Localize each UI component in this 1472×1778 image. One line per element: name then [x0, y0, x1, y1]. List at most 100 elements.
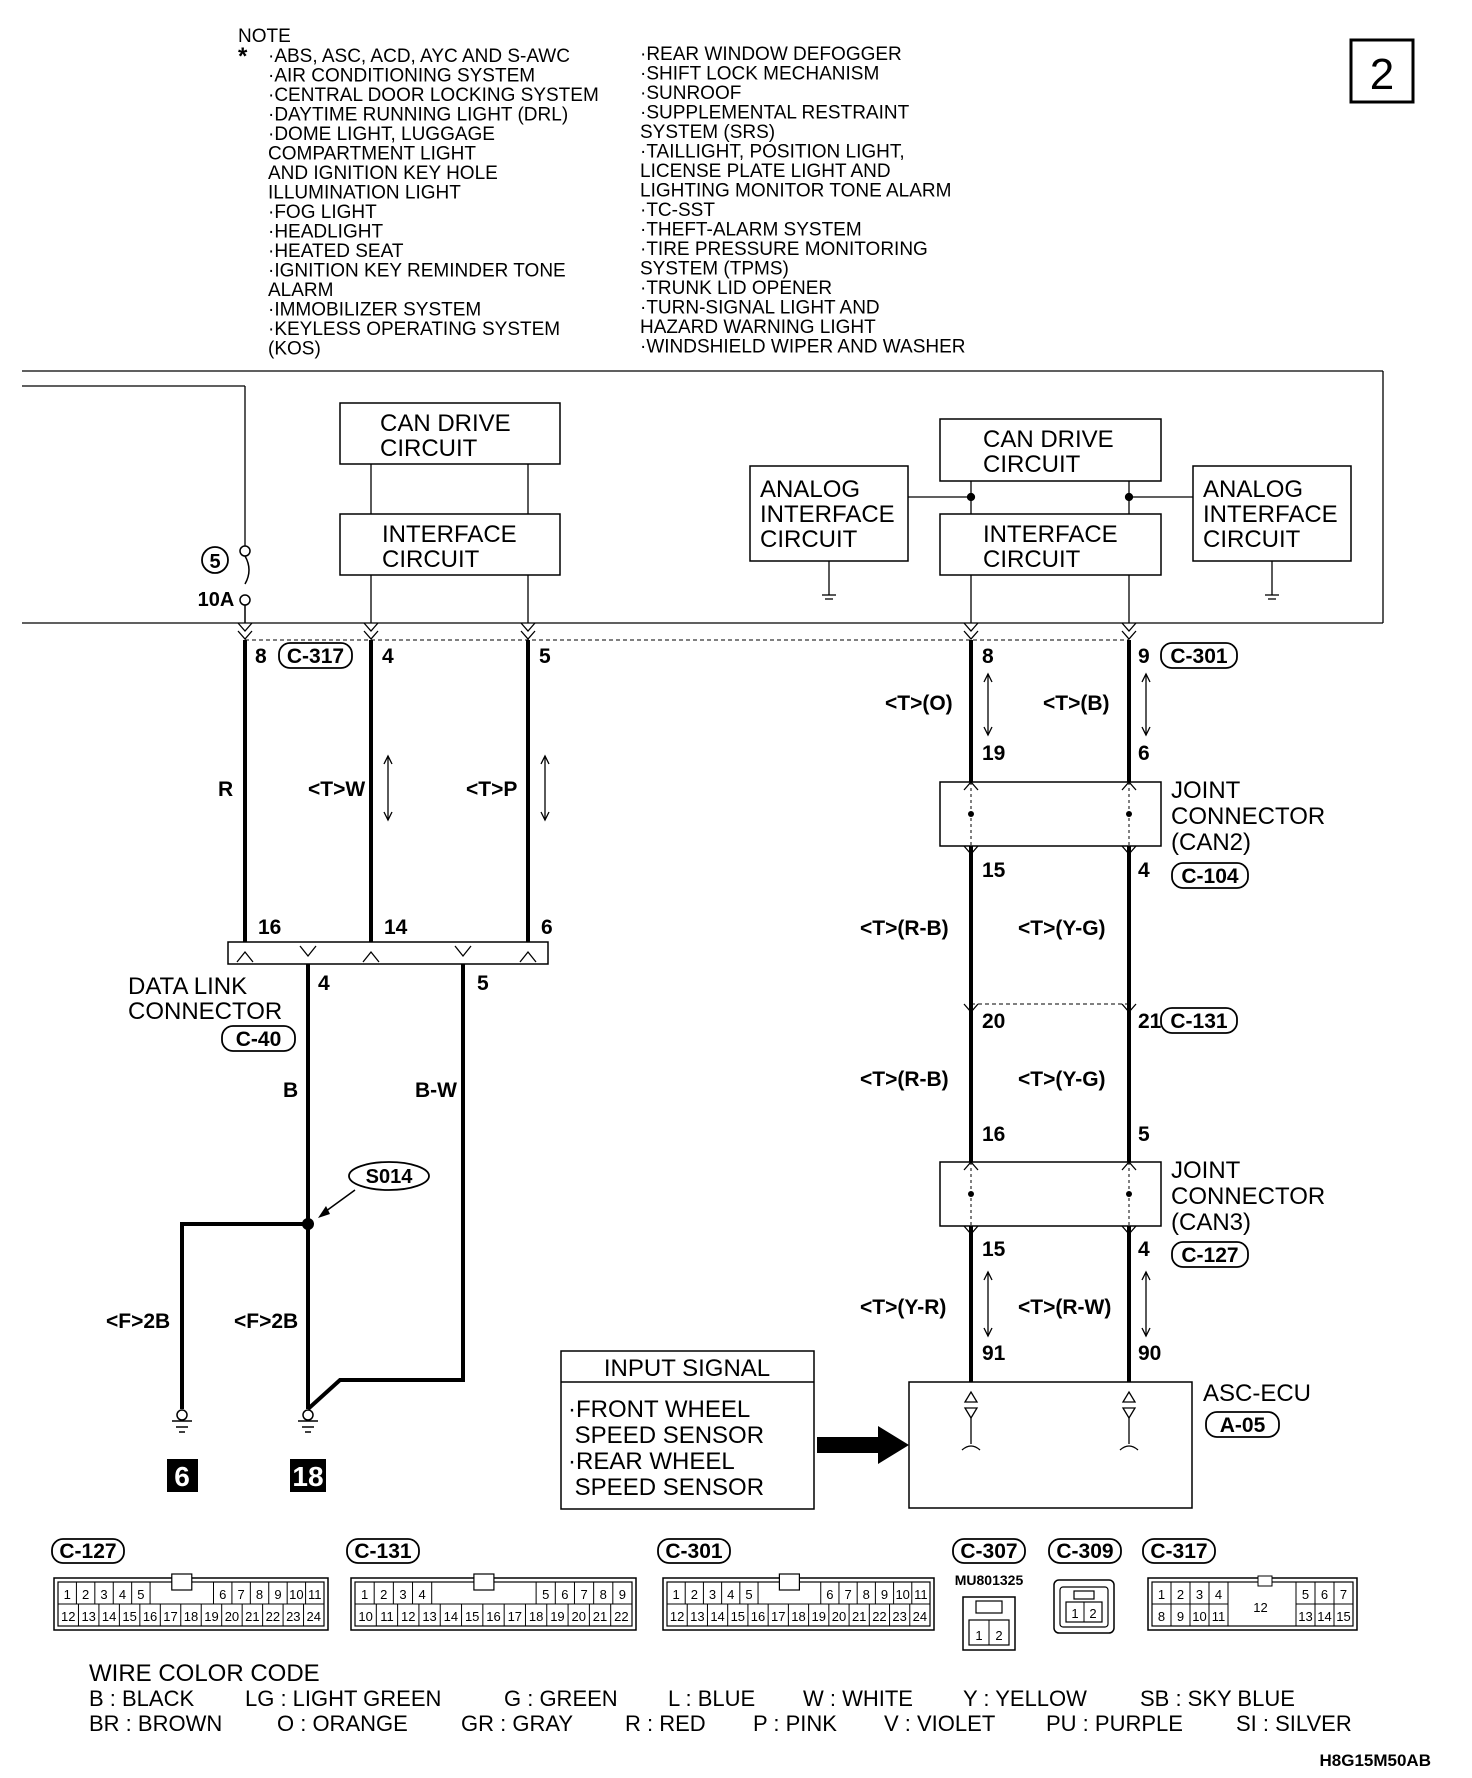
svg-text:CIRCUIT: CIRCUIT — [1203, 526, 1301, 553]
ecu-name: ASC-ECU — [1203, 1380, 1311, 1407]
wire-color-title: WIRE COLOR CODE — [89, 1660, 320, 1687]
pin-cell: 9 — [274, 1587, 281, 1602]
pin-cell: 22 — [614, 1609, 628, 1624]
note-block: NOTE * ·ABS, ASC, ACD, AYC AND S-AWC·AIR… — [238, 26, 966, 360]
wire-color-label: <T>(R-B) — [860, 1068, 949, 1091]
pin-cell: 21 — [852, 1609, 866, 1624]
pin-cell: 7 — [238, 1587, 245, 1602]
pin-cell: 4 — [119, 1587, 126, 1602]
svg-text:INTERFACE: INTERFACE — [382, 521, 517, 548]
joint-connector-can3: JOINT CONNECTOR (CAN3) — [939, 1157, 1325, 1236]
pin-cell: 9 — [881, 1587, 888, 1602]
pin-number: 6 — [1138, 742, 1150, 765]
note-item: ·DAYTIME RUNNING LIGHT (DRL) — [268, 105, 568, 126]
wire-color-label: <T>(Y-G) — [1018, 917, 1106, 940]
connector-tag-label: C-301 — [1170, 645, 1228, 668]
can-drive-circuit-left: CAN DRIVE CIRCUIT — [339, 402, 561, 465]
pin-cell: 12 — [1253, 1600, 1267, 1615]
wire-color-entry: SB : SKY BLUE — [1140, 1686, 1295, 1711]
note-item: ·HEATED SEAT — [268, 241, 404, 262]
note-item: ·WINDSHIELD WIPER AND WASHER — [640, 337, 966, 358]
svg-text:CONNECTOR: CONNECTOR — [128, 998, 282, 1025]
svg-text:CAN DRIVE: CAN DRIVE — [380, 410, 511, 437]
wire-color-label: <T>(B) — [1043, 692, 1110, 715]
svg-text:DATA LINK: DATA LINK — [128, 973, 247, 1000]
pin-number: 8 — [982, 645, 994, 668]
pin-cell: 21 — [593, 1609, 607, 1624]
note-item: (KOS) — [268, 339, 321, 360]
svg-text:SPEED SENSOR: SPEED SENSOR — [568, 1474, 764, 1501]
pin-cell: 7 — [844, 1587, 851, 1602]
note-item: ·ABS, ASC, ACD, AYC AND S-AWC — [268, 46, 570, 67]
pin-cell: 13 — [81, 1609, 95, 1624]
note-item: SYSTEM (TPMS) — [640, 259, 789, 280]
pin-cell: 21 — [245, 1609, 259, 1624]
pin-cell: 14 — [102, 1609, 116, 1624]
connector-view-label: C-301 — [665, 1540, 723, 1563]
wire-color-entry: W : WHITE — [803, 1686, 913, 1711]
pin-cell: 20 — [225, 1609, 239, 1624]
pin-cell: 6 — [1321, 1587, 1328, 1602]
pin-cell: 2 — [995, 1628, 1002, 1643]
pin-cell: 18 — [529, 1609, 543, 1624]
wire-color-entry: GR : GRAY — [461, 1711, 573, 1736]
pin-cell: 2 — [691, 1587, 698, 1602]
wire-color-label: <T>W — [308, 778, 365, 801]
note-item: ·TIRE PRESSURE MONITORING — [640, 239, 928, 260]
wire-color-entry: SI : SILVER — [1236, 1711, 1352, 1736]
connector-view-label: C-317 — [1150, 1540, 1207, 1563]
pin-cell: 2 — [1177, 1587, 1184, 1602]
connector-tag — [1160, 642, 1238, 669]
svg-text:CIRCUIT: CIRCUIT — [382, 546, 480, 573]
analog-interface-left: ANALOG INTERFACE CIRCUIT — [749, 465, 909, 562]
wire-color-entry: O : ORANGE — [277, 1711, 408, 1736]
note-item: ·TRUNK LID OPENER — [640, 278, 832, 299]
pin-number: 14 — [384, 916, 408, 939]
pin-cell: 5 — [1302, 1587, 1309, 1602]
note-right-column: ·REAR WINDOW DEFOGGER·SHIFT LOCK MECHANI… — [640, 44, 966, 358]
pin-cell: 11 — [380, 1609, 394, 1624]
wire-color-entry: BR : BROWN — [89, 1711, 222, 1736]
connector-tag — [1160, 1007, 1238, 1034]
pin-cell: 3 — [100, 1587, 107, 1602]
pin-cell: 15 — [122, 1609, 136, 1624]
wire-color-entry: LG : LIGHT GREEN — [245, 1686, 441, 1711]
note-item: ·SUPPLEMENTAL RESTRAINT — [640, 103, 910, 124]
splice-label: S014 — [366, 1166, 414, 1188]
svg-text:(CAN3): (CAN3) — [1171, 1209, 1251, 1236]
svg-text:JOINT: JOINT — [1171, 777, 1241, 804]
svg-text:INPUT SIGNAL: INPUT SIGNAL — [604, 1355, 770, 1382]
note-item: ·SUNROOF — [640, 83, 741, 104]
wire-color-label: <F>2B — [234, 1310, 298, 1333]
pin-number: 4 — [382, 645, 394, 668]
connector-tag — [221, 1025, 296, 1052]
pin-cell: 12 — [61, 1609, 75, 1624]
pin-cell: 13 — [422, 1609, 436, 1624]
svg-text:(CAN2): (CAN2) — [1171, 829, 1251, 856]
wire-color-label: R — [218, 778, 233, 801]
pin-cell: 23 — [892, 1609, 906, 1624]
pin-cell: 19 — [550, 1609, 564, 1624]
pin-cell: 11 — [914, 1587, 928, 1602]
pin-cell: 5 — [745, 1587, 752, 1602]
note-item: ·IGNITION KEY REMINDER TONE — [268, 261, 566, 282]
wire-color-label: B — [283, 1079, 298, 1102]
svg-text:INTERFACE: INTERFACE — [1203, 501, 1338, 528]
pin-cell: 12 — [401, 1609, 415, 1624]
svg-text:CONNECTOR: CONNECTOR — [1171, 1183, 1325, 1210]
note-item: ·HEADLIGHT — [268, 222, 383, 243]
pin-cell: 22 — [872, 1609, 886, 1624]
wire-color-entry: P : PINK — [753, 1711, 837, 1736]
pin-number: 19 — [982, 742, 1005, 765]
note-item: ·SHIFT LOCK MECHANISM — [640, 64, 879, 85]
connector-tag-label: C-131 — [1170, 1010, 1228, 1033]
ground-right: 18 — [292, 1461, 323, 1492]
connector-view-label: C-309 — [1056, 1540, 1113, 1563]
pin-cell: 24 — [307, 1609, 321, 1624]
connector-tag — [1205, 1411, 1280, 1438]
pin-cell: 7 — [1340, 1587, 1347, 1602]
pin-number: 4 — [1138, 859, 1150, 882]
connector-tag — [1171, 1241, 1249, 1268]
